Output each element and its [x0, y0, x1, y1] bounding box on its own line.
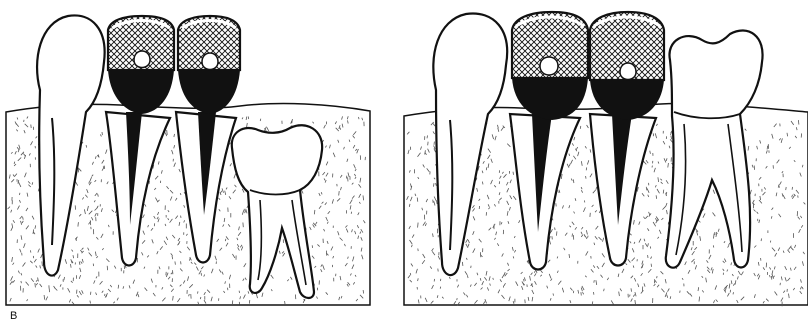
bone-speckle: [572, 234, 573, 237]
bone-speckle: [440, 287, 441, 289]
bone-speckle: [555, 228, 556, 231]
bone-speckle: [35, 283, 36, 287]
bone-speckle: [44, 295, 45, 300]
bone-speckle: [175, 261, 176, 264]
bone-speckle: [580, 126, 581, 129]
bone-speckle: [21, 281, 22, 283]
bone-speckle: [42, 261, 43, 266]
bone-speckle: [105, 294, 106, 296]
bone-speckle: [786, 187, 787, 190]
bone-speckle: [733, 292, 734, 294]
bone-speckle: [248, 117, 249, 120]
bone-speckle: [457, 298, 458, 300]
right-panel: [404, 12, 808, 306]
bone-speckle: [586, 167, 587, 170]
bone-speckle: [198, 291, 199, 293]
bone-speckle: [427, 135, 428, 138]
bone-speckle: [363, 290, 364, 294]
bone-speckle: [798, 120, 799, 125]
bone-speckle: [359, 117, 360, 119]
bone-speckle: [635, 300, 636, 304]
bone-speckle: [657, 276, 658, 278]
bone-speckle: [656, 195, 657, 199]
bone-speckle: [588, 236, 589, 238]
bone-speckle: [86, 145, 87, 148]
bone-speckle: [713, 245, 714, 247]
bone-speckle: [513, 172, 514, 175]
left-panel: [6, 15, 370, 305]
bone-speckle: [631, 288, 632, 291]
bone-speckle: [434, 183, 435, 187]
bone-speckle: [339, 191, 340, 195]
bone-speckle: [524, 279, 525, 282]
bone-speckle: [499, 181, 500, 184]
bone-speckle: [462, 262, 463, 266]
bone-speckle: [418, 223, 419, 228]
bone-speckle: [30, 250, 31, 252]
bone-speckle: [594, 280, 595, 283]
panel-label-b: B: [10, 310, 17, 322]
bone-speckle: [167, 130, 168, 135]
bone-speckle: [553, 293, 554, 295]
bone-speckle: [78, 222, 79, 226]
